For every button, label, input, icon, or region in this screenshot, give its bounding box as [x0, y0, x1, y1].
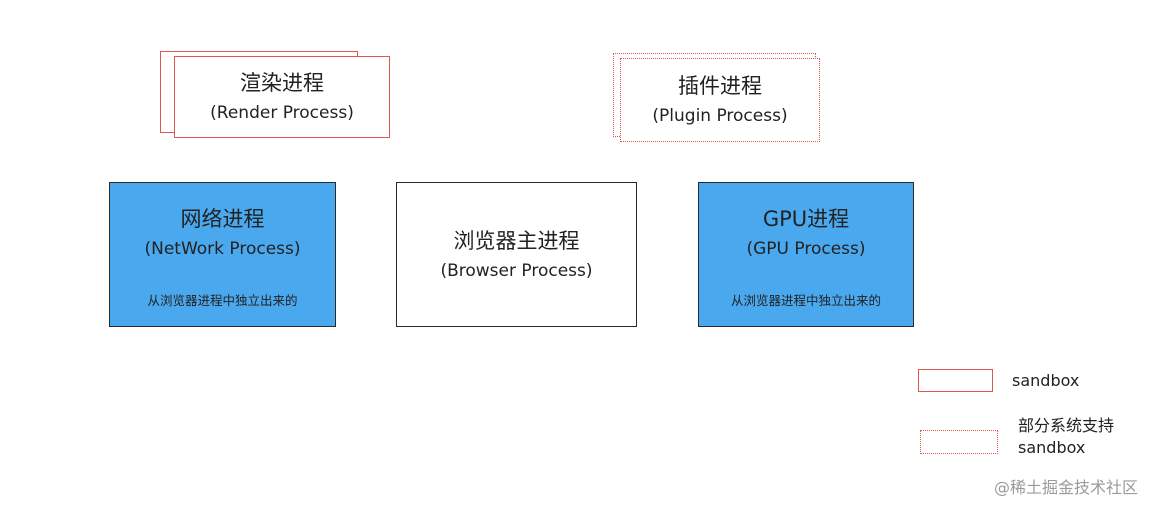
gpu-process-title: GPU进程	[762, 206, 850, 231]
plugin-process-subtitle: (Plugin Process)	[652, 106, 788, 126]
network-process-note: 从浏览器进程中独立出来的	[147, 292, 298, 308]
browser-process-box: 浏览器主进程 (Browser Process)	[396, 182, 637, 327]
render-process-title: 渲染进程	[240, 71, 324, 95]
browser-process-title: 浏览器主进程	[453, 228, 580, 253]
legend-partial-label-line1: 部分系统支持	[1018, 416, 1115, 435]
plugin-process-title: 插件进程	[678, 74, 762, 98]
gpu-process-note: 从浏览器进程中独立出来的	[730, 292, 881, 308]
legend-partial-label-line2: sandbox	[1018, 438, 1086, 457]
network-process-box: 网络进程 (NetWork Process) 从浏览器进程中独立出来的	[109, 182, 336, 327]
legend-sandbox-swatch	[918, 369, 993, 392]
legend-partial-label: 部分系统支持 sandbox	[1018, 415, 1138, 459]
render-process-subtitle: (Render Process)	[210, 103, 354, 123]
network-process-title: 网络进程	[180, 206, 265, 231]
plugin-process-box: 插件进程 (Plugin Process)	[620, 58, 820, 142]
legend-partial-swatch	[920, 430, 998, 454]
gpu-process-box: GPU进程 (GPU Process) 从浏览器进程中独立出来的	[698, 182, 914, 327]
watermark: @稀土掘金技术社区	[993, 478, 1138, 497]
legend-sandbox-label: sandbox	[1012, 371, 1080, 390]
render-process-box: 渲染进程 (Render Process)	[174, 56, 390, 138]
network-process-subtitle: (NetWork Process)	[144, 238, 301, 259]
browser-process-subtitle: (Browser Process)	[440, 260, 593, 281]
gpu-process-subtitle: (GPU Process)	[746, 238, 866, 259]
